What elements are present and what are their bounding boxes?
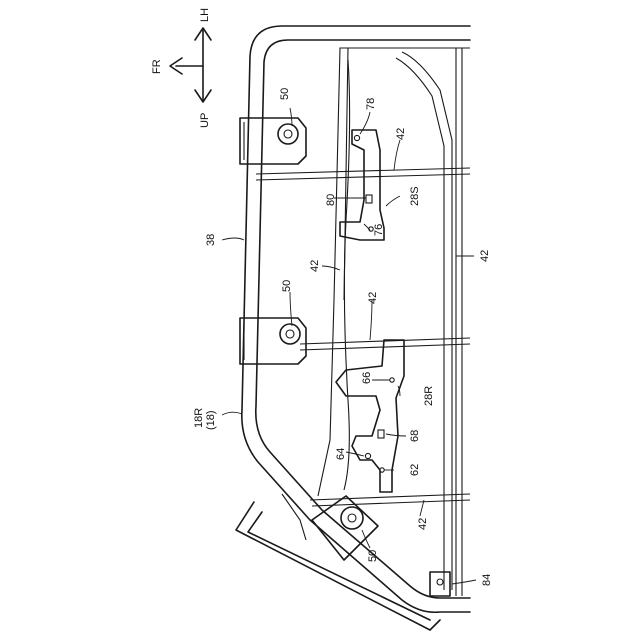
mount-upper [240, 118, 306, 164]
label-42-center: 42 [367, 292, 379, 304]
label-62: 62 [409, 464, 421, 476]
label-28s: 28S [409, 186, 421, 206]
label-50-upper: 50 [279, 88, 291, 100]
label-42-upper: 42 [395, 128, 407, 140]
label-18: (18) [205, 410, 217, 430]
label-64: 64 [335, 448, 347, 460]
mount-middle [240, 318, 306, 364]
pipe-frame [242, 26, 470, 612]
bracket-84 [430, 572, 450, 596]
label-66: 66 [361, 372, 373, 384]
direction-arrows: LH FR UP [151, 8, 211, 128]
label-84: 84 [481, 574, 493, 586]
label-80: 80 [325, 194, 337, 206]
label-68: 68 [409, 430, 421, 442]
label-50-middle: 50 [281, 280, 293, 292]
label-50-lower: 50 [367, 550, 379, 562]
up-label: UP [199, 113, 211, 128]
fr-label: FR [151, 59, 163, 74]
label-28r: 28R [423, 386, 435, 406]
label-78: 78 [365, 98, 377, 110]
lh-label: LH [199, 8, 211, 22]
label-18r: 18R [193, 408, 205, 428]
label-42-right: 42 [479, 250, 491, 262]
label-76: 76 [373, 224, 385, 236]
label-42-mid: 42 [309, 260, 321, 272]
label-42-lower: 42 [417, 518, 429, 530]
label-38: 38 [205, 234, 217, 246]
lower-bracket-frame [236, 494, 440, 630]
